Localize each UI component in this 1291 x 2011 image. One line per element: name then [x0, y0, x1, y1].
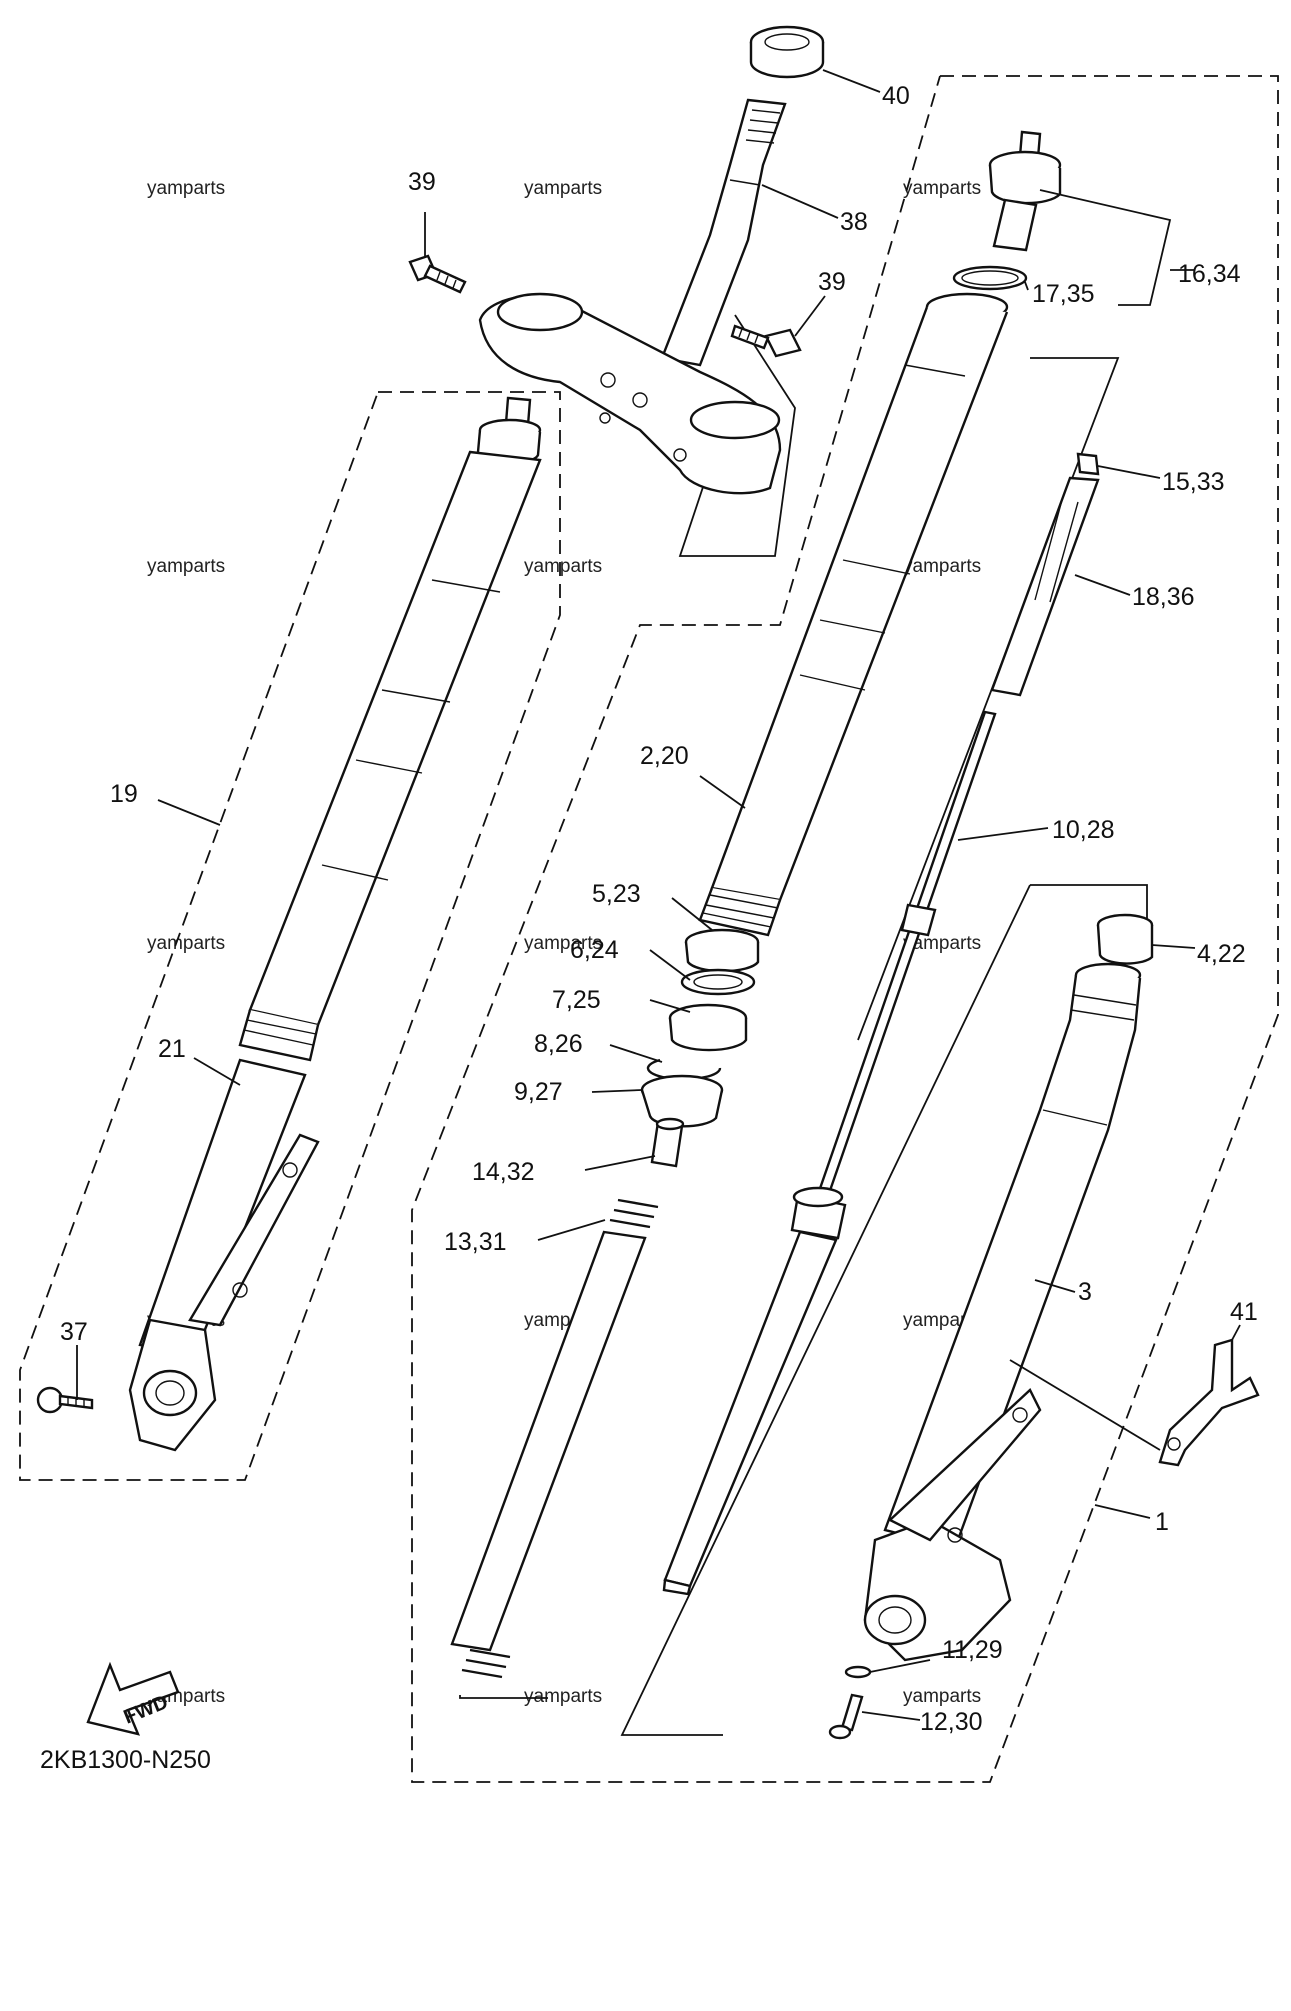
callout-15-33: 15,33: [1162, 468, 1225, 496]
callouts: 40 38 39 39 16,34 17,35 15,33 18,36 2,20…: [60, 82, 1258, 1736]
part-oil-seal-7: [668, 1003, 748, 1052]
watermark: yamparts: [903, 933, 981, 954]
part-bolt-37: [36, 1386, 94, 1414]
part-spacer-18: [990, 476, 1100, 697]
callout-19: 19: [110, 780, 138, 808]
callout-40: 40: [882, 82, 910, 110]
callout-12-30: 12,30: [920, 1708, 983, 1736]
part-left-fork-19: [128, 396, 542, 1452]
callout-4-22: 4,22: [1197, 940, 1246, 968]
callout-6-24: 6,24: [570, 936, 619, 964]
diagram-code: 2KB1300-N250: [40, 1746, 211, 1774]
part-bolt-39b: [730, 324, 802, 358]
part-o-ring-17: [952, 265, 1028, 291]
part-bolt-39a: [408, 254, 467, 294]
watermark: yamparts: [147, 933, 225, 954]
part-collar-14: [650, 1117, 685, 1168]
callout-21: 21: [158, 1035, 186, 1063]
callout-17-35: 17,35: [1032, 280, 1095, 308]
stem-group-bracket: [678, 314, 796, 557]
watermark: yamparts: [524, 1686, 602, 1707]
right-fork-assembly-boundary: [411, 75, 1279, 1783]
part-upper-bracket: [478, 292, 782, 495]
left-fork-assembly-boundary: [19, 391, 561, 1481]
part-seal-5: [684, 928, 760, 973]
part-cap-bolt-16: [988, 130, 1062, 252]
callout-39b: 39: [818, 268, 846, 296]
part-bearing-40: [749, 25, 825, 79]
callout-11-29: 11,29: [942, 1636, 1003, 1664]
callout-38: 38: [840, 208, 868, 236]
inner-tube-group-bracket: [620, 884, 1031, 1736]
callout-37: 37: [60, 1318, 88, 1346]
callout-7-25: 7,25: [552, 986, 601, 1014]
watermark: yamparts: [524, 178, 602, 199]
part-washer-11: [844, 1665, 872, 1679]
watermark: yamparts: [903, 1686, 981, 1707]
callout-8-26: 8,26: [534, 1030, 583, 1058]
callout-5-23: 5,23: [592, 880, 641, 908]
callout-1: 1: [1155, 1508, 1169, 1536]
callout-3: 3: [1078, 1278, 1092, 1306]
part-bolt-12: [828, 1693, 864, 1740]
callout-41: 41: [1230, 1298, 1258, 1326]
callout-9-27: 9,27: [514, 1078, 563, 1106]
damper-group-bracket: [857, 357, 1120, 1041]
leader-lines: [76, 69, 1241, 1721]
watermark: yamparts: [903, 178, 981, 199]
watermark: yamparts: [147, 556, 225, 577]
callout-13-31: 13,31: [444, 1228, 507, 1256]
watermarks: yamparts yamparts yamparts yamparts yamp…: [147, 178, 981, 1707]
part-outer-tube-2: [698, 292, 1009, 937]
part-inner-tube-3: [863, 962, 1142, 1662]
part-dust-seal-9: [640, 1074, 724, 1128]
callout-18-36: 18,36: [1132, 583, 1195, 611]
part-washer-6: [680, 968, 756, 996]
watermark: yamparts: [147, 178, 225, 199]
part-bushing-4: [1096, 913, 1154, 965]
part-bracket-41: [1158, 1338, 1260, 1467]
watermark: yamparts: [903, 556, 981, 577]
part-damper-rod-10: [662, 710, 997, 1596]
parts: FWD: [36, 25, 1260, 1740]
watermark: yamparts: [524, 556, 602, 577]
callout-14-32: 14,32: [472, 1158, 535, 1186]
part-steering-stem-38: [660, 98, 787, 367]
part-nut-15: [1076, 452, 1100, 476]
callout-10-28: 10,28: [1052, 816, 1115, 844]
spring-group-bracket: [459, 1695, 548, 1699]
callout-2-20: 2,20: [640, 742, 689, 770]
assembly-boundaries: [19, 75, 1279, 1783]
fwd-arrow: FWD: [86, 1661, 180, 1736]
watermark: yamparts: [524, 933, 602, 954]
part-spring-13: [450, 1198, 659, 1679]
callout-39a: 39: [408, 168, 436, 196]
callout-16-34: 16,34: [1178, 260, 1241, 288]
